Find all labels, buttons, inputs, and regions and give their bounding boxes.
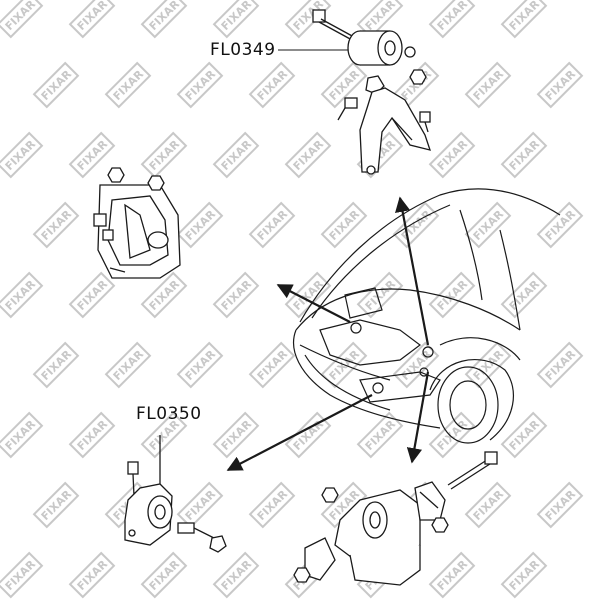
nut-icon bbox=[147, 175, 165, 191]
nut-icon bbox=[209, 535, 227, 553]
part-number-fl0349: FL0349 bbox=[210, 40, 276, 60]
bolt-icon bbox=[102, 229, 114, 241]
nut-icon bbox=[404, 46, 416, 58]
nut-icon bbox=[293, 567, 311, 583]
arrow-icon bbox=[406, 371, 430, 464]
nut-icon bbox=[431, 517, 449, 533]
arrow-icon bbox=[226, 394, 373, 471]
nut-icon bbox=[409, 69, 427, 85]
nut-icon bbox=[321, 487, 339, 503]
bolt-icon bbox=[484, 451, 498, 465]
part-number-fl0350: FL0350 bbox=[136, 404, 202, 424]
arrow-icon bbox=[395, 196, 430, 346]
bolt-icon bbox=[93, 213, 107, 227]
arrow-icon bbox=[276, 284, 351, 323]
nut-icon bbox=[107, 167, 125, 183]
